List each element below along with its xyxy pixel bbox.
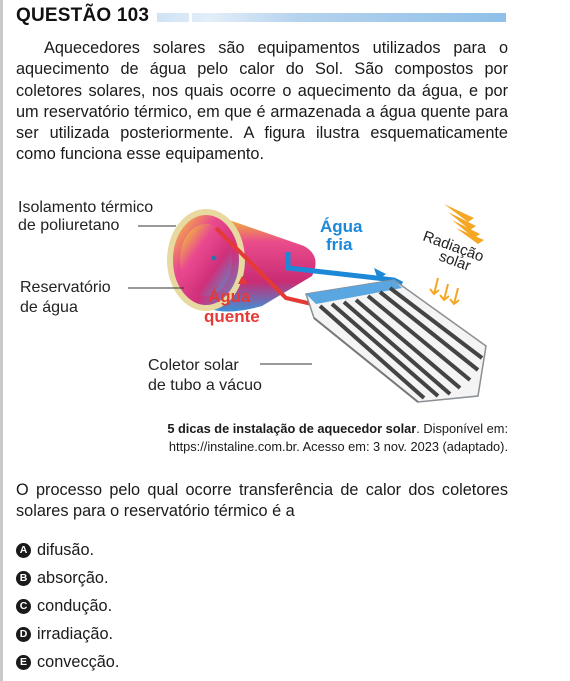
label-collector-2: de tubo a vácuo [148, 377, 262, 394]
option-a-text: difusão. [37, 540, 95, 559]
option-c-letter-icon: C [16, 598, 31, 614]
hot-water-pipe [214, 226, 313, 306]
intro-paragraph: Aquecedores solares são equipamentos uti… [16, 38, 508, 166]
caption-source-rest: . Disponível em: [416, 421, 508, 436]
option-e-text: convecção. [37, 652, 120, 671]
option-b-text: absorção. [37, 568, 109, 587]
left-margin-rule [0, 0, 3, 681]
radiation-arrows [429, 277, 460, 306]
option-b-letter-icon: B [16, 570, 31, 586]
caption-source-title: 5 dicas de instalação de aquecedor solar [167, 421, 417, 436]
label-insulation-2: de poliuretano [18, 217, 120, 234]
option-e-letter-icon: E [16, 654, 31, 670]
intro-text: Aquecedores solares são equipamentos uti… [16, 39, 508, 164]
label-insulation-1: Isolamento térmico [18, 199, 153, 216]
label-reservoir-2: de água [20, 299, 78, 316]
sun-rays-icon [444, 204, 484, 244]
label-hot-2: quente [204, 307, 260, 326]
label-hot-1: Água [208, 287, 251, 306]
label-cold-2: fria [326, 235, 353, 254]
header-bar [157, 13, 506, 22]
figure-caption: 5 dicas de instalação de aquecedor solar… [30, 420, 508, 456]
option-c-text: condução. [37, 596, 113, 615]
option-a-letter-icon: A [16, 542, 31, 558]
label-reservoir-1: Reservatório [20, 279, 111, 296]
label-cold-1: Água [320, 217, 363, 236]
option-d-letter-icon: D [16, 626, 31, 642]
option-d-text: irradiação. [37, 624, 114, 643]
solar-heater-figure: Isolamento térmico de poliuretano Reserv… [18, 199, 487, 403]
question-title: QUESTÃO 103 [16, 5, 150, 26]
label-collector-1: Coletor solar [148, 357, 239, 374]
question-stem: O processo pelo qual ocorre transferênci… [16, 481, 508, 521]
caption-line2: https://instaline.com.br. Acesso em: 3 n… [168, 439, 508, 454]
question-header: QUESTÃO 103 [16, 5, 506, 26]
vacuum-tube-collector [305, 279, 487, 403]
